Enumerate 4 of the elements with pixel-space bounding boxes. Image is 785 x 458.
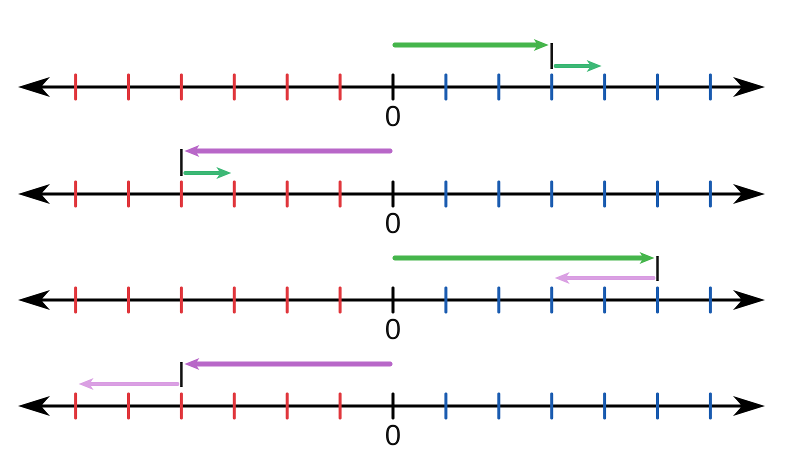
tick-label: 0 xyxy=(384,315,402,345)
tick-label: 0 xyxy=(384,102,402,132)
tick-label: 0 xyxy=(384,421,402,451)
tick-label: 0 xyxy=(384,209,402,239)
